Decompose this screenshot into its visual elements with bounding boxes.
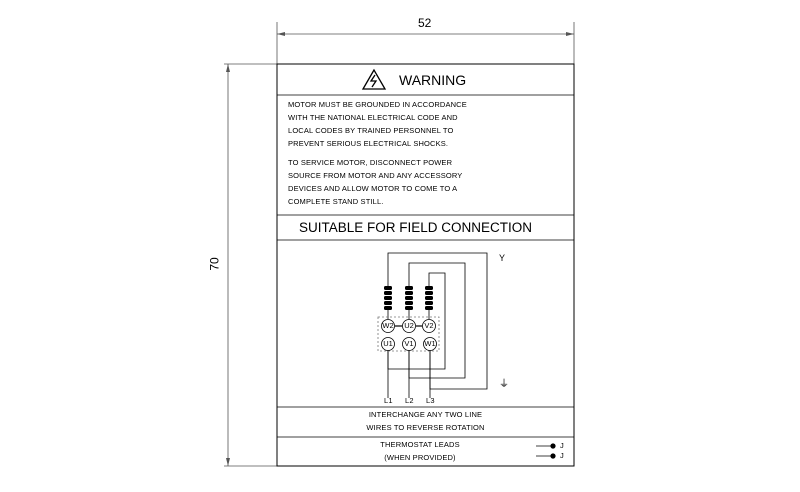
warning-text-line-2: WITH THE NATIONAL ELECTRICAL CODE AND <box>288 113 458 122</box>
warning-text-line-1: MOTOR MUST BE GROUNDED IN ACCORDANCE <box>288 100 467 109</box>
terminal-label-u2: U2 <box>404 321 414 330</box>
ground-icon: ⏚ <box>499 379 509 390</box>
width-dimension-label: 52 <box>418 16 432 30</box>
rotation-note-line-1: INTERCHANGE ANY TWO LINE <box>368 410 483 419</box>
winding-coils <box>384 286 433 310</box>
terminal-board <box>377 316 440 352</box>
field-connection-title: SUITABLE FOR FIELD CONNECTION <box>299 220 533 235</box>
terminal-label-v2: V2 <box>424 321 434 330</box>
section-dividers <box>277 94 574 438</box>
service-text-line-3: DEVICES AND ALLOW MOTOR TO COME TO A <box>288 184 458 193</box>
lead-label-l2: L2 <box>405 396 414 405</box>
thermostat-leads-line-2: (WHEN PROVIDED) <box>384 453 456 462</box>
terminal-circles <box>381 319 437 351</box>
label-frame <box>276 63 575 467</box>
lead-label-l1: L1 <box>384 396 393 405</box>
dimension-lines <box>224 22 575 467</box>
height-dimension-label: 70 <box>207 257 222 271</box>
terminal-label-v1: V1 <box>404 339 414 348</box>
thermostat-lead-label-2: J <box>560 451 564 460</box>
warning-text-line-4: PREVENT SERIOUS ELECTRICAL SHOCKS. <box>288 139 449 148</box>
thermostat-lead-symbols <box>536 443 556 459</box>
thermostat-lead-label-1: J <box>560 441 564 450</box>
warning-triangle-icon <box>361 68 387 90</box>
warning-text-line-3: LOCAL CODES BY TRAINED PERSONNEL TO <box>288 126 454 135</box>
service-text-line-1: TO SERVICE MOTOR, DISCONNECT POWER <box>288 158 453 167</box>
warning-title: WARNING <box>399 72 467 88</box>
service-text-line-2: SOURCE FROM MOTOR AND ANY ACCESSORY <box>288 171 463 180</box>
terminal-label-w2: W2 <box>382 321 394 330</box>
coil-to-terminal-wires <box>387 310 430 319</box>
lead-label-l3: L3 <box>426 396 435 405</box>
terminal-label-w1: W1 <box>424 339 436 348</box>
wiring-diagram <box>387 252 488 398</box>
dimension-arrows <box>226 32 574 466</box>
connection-type-label: Y <box>499 253 506 263</box>
service-text-line-4: COMPLETE STAND STILL. <box>288 197 384 206</box>
thermostat-leads-line-1: THERMOSTAT LEADS <box>380 440 460 449</box>
rotation-note-line-2: WIRES TO REVERSE ROTATION <box>366 423 485 432</box>
terminal-label-u1: U1 <box>383 339 393 348</box>
